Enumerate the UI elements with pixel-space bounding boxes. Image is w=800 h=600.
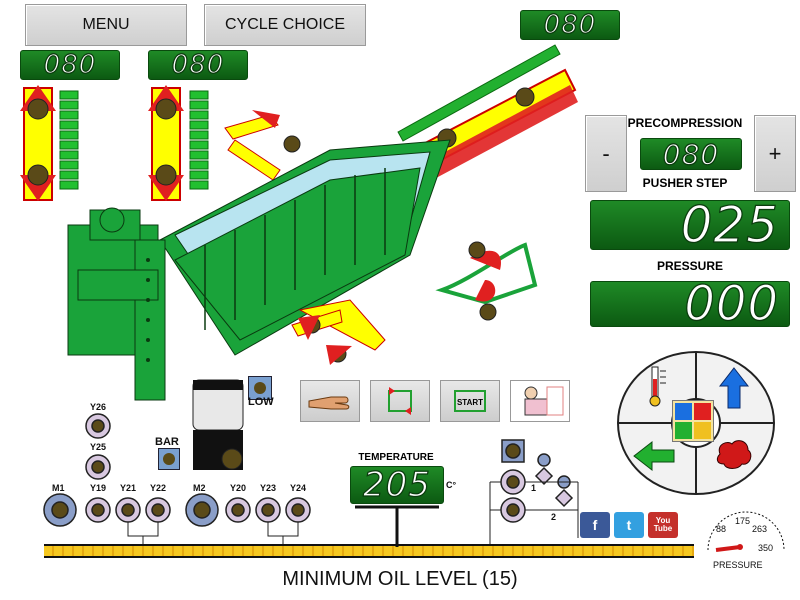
bar-label: BAR xyxy=(155,436,179,448)
loop-arrows-icon xyxy=(388,387,412,415)
left-counter-2: 080 xyxy=(148,49,248,81)
low-level-sensor xyxy=(248,376,272,400)
valve-label-y21: Y21 xyxy=(120,483,137,493)
thermometer-button[interactable] xyxy=(642,365,672,409)
baler-machine-illustration xyxy=(67,44,578,401)
precompression-value: 080 xyxy=(640,137,742,171)
feed-conveyor xyxy=(397,44,561,142)
pressure-value: 000 xyxy=(590,275,790,333)
lubrication-pump xyxy=(192,379,244,470)
valve-label-y22: Y22 xyxy=(150,483,167,493)
valve-label-y19: Y19 xyxy=(90,483,107,493)
twitter-button[interactable]: t xyxy=(614,512,644,538)
precompression-valve-group xyxy=(489,439,579,544)
valve-label-y26: Y26 xyxy=(90,402,107,412)
precompression-decrease-button[interactable]: - xyxy=(585,115,627,192)
menu-button[interactable]: MENU xyxy=(25,4,187,46)
hand-icon xyxy=(308,396,350,410)
top-right-counter: 080 xyxy=(520,9,620,41)
pusher-step-value: 025 xyxy=(590,195,790,255)
precompression-title: PRECOMPRESSION xyxy=(627,116,743,130)
temperature-unit: C° xyxy=(446,480,457,490)
bar-sensor xyxy=(158,448,180,470)
start-icon: START xyxy=(454,390,486,412)
cycle-choice-label: CYCLE CHOICE xyxy=(224,16,346,33)
youtube-button[interactable]: You Tube xyxy=(648,512,678,538)
low-label: LOW xyxy=(248,396,274,408)
cycle-loop-button[interactable] xyxy=(370,380,430,422)
gauge-tick-350: 350 xyxy=(758,543,774,553)
manual-hand-button[interactable] xyxy=(300,380,360,422)
up-arrow-button[interactable] xyxy=(718,366,750,410)
svg-text:START: START xyxy=(457,398,483,407)
maintenance-grid-button[interactable] xyxy=(672,400,714,442)
valve-label-y24: Y24 xyxy=(290,483,307,493)
pressure-gauge xyxy=(707,511,785,552)
cycle-choice-button[interactable]: CYCLE CHOICE xyxy=(204,4,366,46)
precompression-increase-button[interactable]: + xyxy=(754,115,796,192)
valve-label-1: 1 xyxy=(531,483,537,493)
left-cylinder-indicators xyxy=(20,85,209,201)
valve-label-y20: Y20 xyxy=(230,483,247,493)
left-counter-1: 080 xyxy=(20,49,120,81)
oil-reservoir-line xyxy=(44,544,694,558)
operator-button[interactable] xyxy=(510,380,570,422)
temperature-probe xyxy=(355,505,439,547)
gauge-label: PRESSURE xyxy=(713,560,763,570)
oil-splash-button[interactable] xyxy=(714,436,754,472)
valve-label-y25: Y25 xyxy=(90,442,107,452)
motor-label-m2: M2 xyxy=(193,483,206,493)
motor-label-m1: M1 xyxy=(52,483,65,493)
back-arrow-button[interactable] xyxy=(632,440,676,472)
valve-label-2: 2 xyxy=(551,512,557,522)
pressure-label: PRESSURE xyxy=(656,259,724,273)
operator-icon xyxy=(524,386,564,416)
temperature-value: 205 xyxy=(350,464,444,506)
temperature-label: TEMPERATURE xyxy=(358,452,434,463)
hydraulic-valve-bank xyxy=(43,413,311,550)
facebook-button[interactable]: f xyxy=(580,512,610,538)
status-message: MINIMUM OIL LEVEL (15) xyxy=(282,568,518,590)
gauge-tick-263: 263 xyxy=(752,524,768,534)
gauge-tick-88: 88 xyxy=(716,524,727,534)
pusher-step-label: PUSHER STEP xyxy=(642,176,728,190)
gauge-tick-175: 175 xyxy=(735,516,751,526)
menu-label: MENU xyxy=(82,16,130,33)
start-button[interactable]: START xyxy=(440,380,500,422)
valve-label-y23: Y23 xyxy=(260,483,277,493)
